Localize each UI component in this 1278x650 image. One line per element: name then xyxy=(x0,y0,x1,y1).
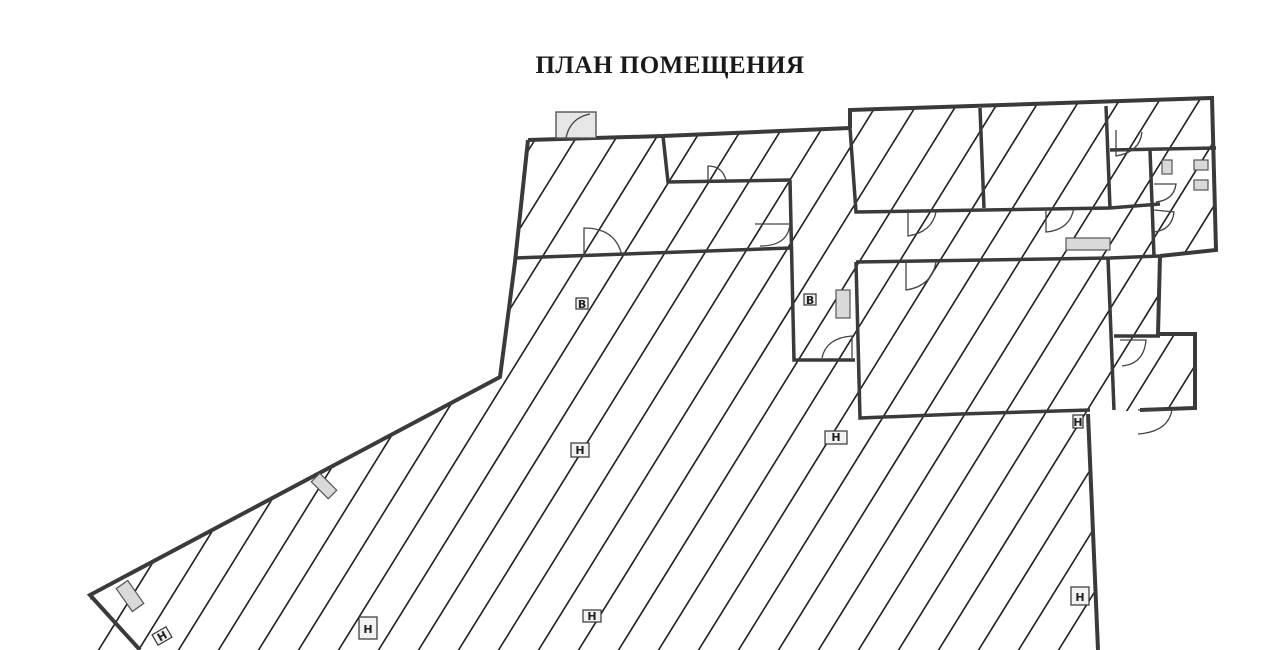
marker-m8: H xyxy=(582,609,602,623)
hatch-line xyxy=(279,98,666,650)
hatch-line xyxy=(959,98,1216,650)
hatch-line xyxy=(1240,60,1278,650)
hatch-line xyxy=(90,98,466,650)
hatch-line xyxy=(399,98,786,650)
hatch-line xyxy=(319,98,706,650)
hatch-line xyxy=(599,98,986,650)
door-swings xyxy=(583,130,1177,435)
svg-text:H: H xyxy=(575,444,584,457)
entrance-fixture xyxy=(555,111,597,139)
hatch-line xyxy=(919,98,1216,650)
hatch-line xyxy=(839,98,1216,650)
svg-text:B: B xyxy=(806,294,814,307)
hatch-line xyxy=(90,98,346,650)
marker-m2: B xyxy=(803,293,817,307)
hatch-line xyxy=(119,98,506,650)
marker-m3: H xyxy=(570,442,590,458)
hatch-line xyxy=(999,98,1216,650)
hatch-line xyxy=(90,98,266,650)
marker-m1: B xyxy=(575,297,589,311)
hatch-line xyxy=(639,98,1026,650)
hatch-line xyxy=(759,98,1146,650)
hatch-line xyxy=(679,98,1066,650)
hatch-line xyxy=(239,98,626,650)
hatch-line xyxy=(90,98,426,650)
hatch-line xyxy=(159,98,546,650)
marker-m4: H xyxy=(824,430,848,445)
hatch-line xyxy=(359,98,746,650)
marker-m6: H xyxy=(1070,586,1090,606)
fixtures xyxy=(115,159,1209,613)
svg-text:H: H xyxy=(1075,591,1084,604)
hatch-line xyxy=(719,98,1106,650)
hatch-line xyxy=(90,98,386,650)
hatch-line xyxy=(479,98,866,650)
hatch-pattern xyxy=(90,60,1278,650)
page-title: ПЛАН ПОМЕЩЕНИЯ xyxy=(535,52,805,79)
svg-text:H: H xyxy=(363,623,372,636)
hatch-line xyxy=(799,98,1186,650)
marker-m7: H xyxy=(358,616,378,640)
hatch-line xyxy=(90,98,226,650)
hatch-line xyxy=(519,98,906,650)
hatch-line xyxy=(559,98,946,650)
marker-m9: H xyxy=(151,625,173,647)
interior-walls xyxy=(514,105,1217,420)
svg-text:H: H xyxy=(831,431,840,444)
svg-text:B: B xyxy=(578,298,586,311)
outer-walls xyxy=(86,95,1219,650)
marker-m5: H xyxy=(1072,414,1084,429)
svg-text:H: H xyxy=(1073,416,1082,429)
hatch-line xyxy=(439,98,826,650)
svg-text:H: H xyxy=(587,610,596,623)
